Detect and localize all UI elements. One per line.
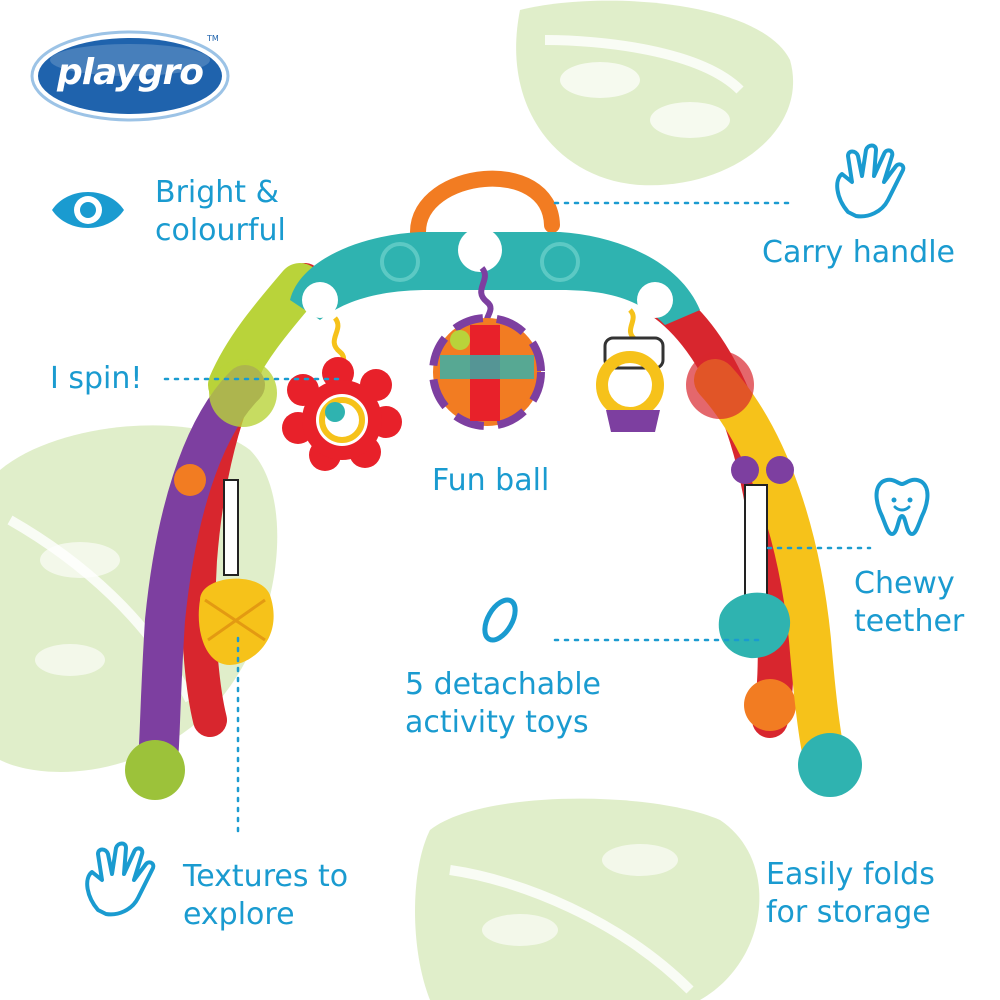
rattle-ring-toy (596, 308, 665, 432)
playgro-logo: playgro (30, 30, 230, 122)
tooth-icon (874, 477, 930, 536)
feature-bright-colourful: Bright & colourful (155, 175, 286, 248)
feature-carry-handle: Carry handle (762, 235, 956, 270)
carry-handle (410, 170, 560, 240)
leaf-bottom-center (415, 798, 760, 1000)
feature-detachable-toys: 5 detachable activity toys (405, 667, 601, 740)
hand-icon (835, 143, 906, 219)
feature-easily-folds: Easily folds for storage (766, 857, 935, 930)
trademark-mark: TM (207, 34, 219, 43)
flower-spinner-toy (282, 316, 402, 471)
eye-icon (52, 192, 124, 228)
teether-toy (718, 456, 794, 659)
hand-icon (85, 841, 156, 917)
teal-top-bar (290, 228, 700, 325)
logo-text: playgro (56, 52, 204, 93)
left-outer-leg (125, 359, 277, 800)
feature-textures: Textures to explore (183, 859, 349, 932)
feature-i-spin: I spin! (50, 361, 143, 396)
feature-chewy-teether: Chewy teether (854, 566, 965, 639)
pineapple-texture-toy (174, 464, 274, 665)
feature-fun-ball: Fun ball (432, 463, 550, 498)
ring-icon (482, 597, 518, 643)
leaf-top-right (516, 0, 794, 186)
right-outer-leg (686, 351, 862, 797)
fun-ball-toy (429, 266, 545, 430)
